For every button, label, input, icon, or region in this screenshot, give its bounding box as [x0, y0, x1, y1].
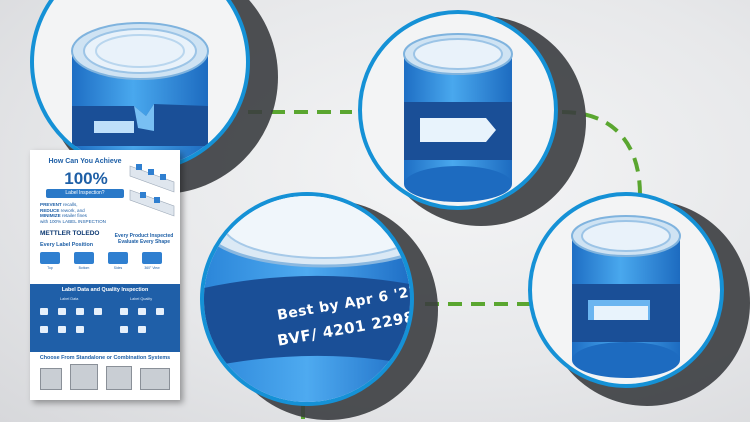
benefit-prevent: PREVENT recalls,: [40, 202, 78, 207]
position-360-icon: [142, 252, 162, 264]
infographic-poster: How Can You Achieve 100% Label Inspectio…: [30, 150, 180, 400]
poster-headline: 100%: [64, 169, 108, 188]
quality-cell-icon: [120, 308, 128, 315]
quality-cell-icon: [120, 326, 128, 333]
conveyor-illustration-icon: [129, 164, 175, 217]
data-cell-icon: [58, 308, 66, 315]
data-cell-icon: [40, 326, 48, 333]
poster-section-systems: Choose From Standalone or Combination Sy…: [39, 355, 171, 361]
can-label-strip-icon: [403, 33, 513, 202]
position-sides-icon: [108, 252, 128, 264]
position-bottom-icon: [74, 252, 94, 264]
can-label-position-icon: [571, 215, 681, 378]
poster-data-band: [30, 284, 180, 352]
position-top-icon: [40, 252, 60, 264]
benefit-reduce: REDUCE rework, and: [40, 207, 85, 213]
inspection-machine-icon: [70, 364, 98, 390]
poster-pill: Label Inspection?: [46, 189, 124, 198]
data-cell-icon: [76, 326, 84, 333]
benefit-with: with 100% LABEL INSPECTION: [40, 218, 106, 224]
poster-every: Every Product Inspected Evaluate Every S…: [114, 233, 174, 245]
position-360-label: 360° View: [144, 266, 160, 270]
data-cell-icon: [40, 308, 48, 315]
poster-question: How Can You Achieve: [48, 158, 122, 165]
poster-section-position: Every Label Position: [40, 242, 94, 248]
quality-cell-icon: [138, 326, 146, 333]
poster-brand: METTLER TOLEDO: [40, 230, 100, 237]
can-torn-label-icon: [71, 22, 209, 168]
poster-sub-quality: Label Quality: [130, 297, 153, 301]
position-sides-label: Sides: [113, 266, 123, 270]
data-cell-icon: [76, 308, 84, 315]
inspection-machine-icon: [140, 368, 170, 390]
inspection-machine-icon: [40, 368, 62, 390]
poster-sub-data: Label Data: [60, 297, 79, 301]
poster-benefits: PREVENT recalls, REDUCE rework, and MINI…: [40, 202, 130, 224]
benefit-minimize: MINIMIZE retailer fines: [40, 213, 87, 219]
quality-cell-icon: [156, 308, 164, 315]
inspection-machine-icon: [106, 366, 132, 390]
data-cell-icon: [58, 326, 66, 333]
quality-cell-icon: [138, 308, 146, 315]
poster-section-data: Label Data and Quality Inspection: [61, 287, 149, 293]
position-bottom-label: Bottom: [78, 266, 90, 270]
position-top-label: Top: [47, 266, 53, 270]
data-cell-icon: [94, 308, 102, 315]
